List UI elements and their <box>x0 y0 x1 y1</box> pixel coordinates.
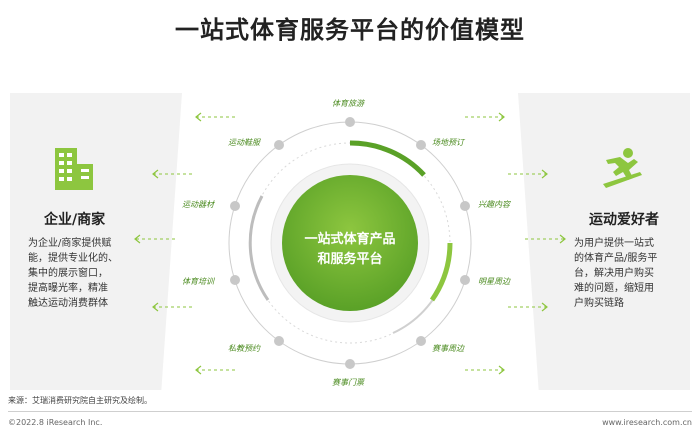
arrowhead-right-1 <box>498 112 505 122</box>
node-10 <box>274 140 284 150</box>
node-label-3: 兴趣内容 <box>478 200 510 209</box>
node-label-6: 赛事门票 <box>332 378 364 387</box>
website-link: www.iresearch.com.cn <box>602 418 692 427</box>
copyright: ©2022.8 iResearch Inc. <box>8 418 103 427</box>
node-6 <box>345 359 355 369</box>
node-label-4: 明星周边 <box>478 277 510 286</box>
node-2 <box>416 140 426 150</box>
gray-arc <box>248 195 270 301</box>
arrowhead-right-2 <box>541 169 548 179</box>
arrowhead-right-3 <box>559 234 566 244</box>
node-3 <box>460 201 470 211</box>
center-label: 一站式体育产品 和服务平台 <box>304 232 396 267</box>
arrowhead-left-4 <box>152 302 159 312</box>
arrowhead-left-2 <box>152 169 159 179</box>
arrowhead-left-5 <box>195 365 202 375</box>
node-label-2: 场地预订 <box>432 138 464 147</box>
page-title: 一站式体育服务平台的价值模型 <box>175 16 525 44</box>
green-arc-top <box>349 140 426 177</box>
right-title: 运动爱好者 <box>589 212 659 228</box>
left-title: 企业/商家 <box>44 212 106 228</box>
node-label-9: 运动器材 <box>182 200 214 209</box>
node-7 <box>274 336 284 346</box>
arrowhead-left-3 <box>134 234 141 244</box>
arrowhead-left-1 <box>195 112 202 122</box>
left-description: 为企业/商家提供赋 能，提供专业化的、 集中的展示窗口， 提高曝光率，精准 触达… <box>28 238 118 309</box>
right-panel <box>518 93 690 390</box>
node-label-5: 赛事周边 <box>432 344 464 353</box>
snowboarder-icon <box>598 146 646 192</box>
node-label-1: 体育旅游 <box>332 99 364 108</box>
node-5 <box>416 336 426 346</box>
arrowhead-right-4 <box>541 302 548 312</box>
left-panel <box>10 93 182 390</box>
building-icon <box>52 146 98 192</box>
node-label-10: 运动鞋服 <box>228 138 260 147</box>
footer-divider <box>8 411 692 412</box>
center-circle <box>282 175 418 311</box>
node-label-7: 私教预约 <box>228 344 260 353</box>
green-arc-right <box>429 242 453 302</box>
node-9 <box>230 201 240 211</box>
node-label-8: 体育培训 <box>182 277 214 286</box>
source-note: 来源：艾瑞消费研究院自主研究及绘制。 <box>8 396 152 405</box>
node-1 <box>345 117 355 127</box>
right-description: 为用户提供一站式 的体育产品/服务平 台，解决用户购买 难的问题，缩短用 户购买… <box>574 238 658 309</box>
arrowhead-right-5 <box>498 365 505 375</box>
node-8 <box>230 275 240 285</box>
node-4 <box>460 275 470 285</box>
